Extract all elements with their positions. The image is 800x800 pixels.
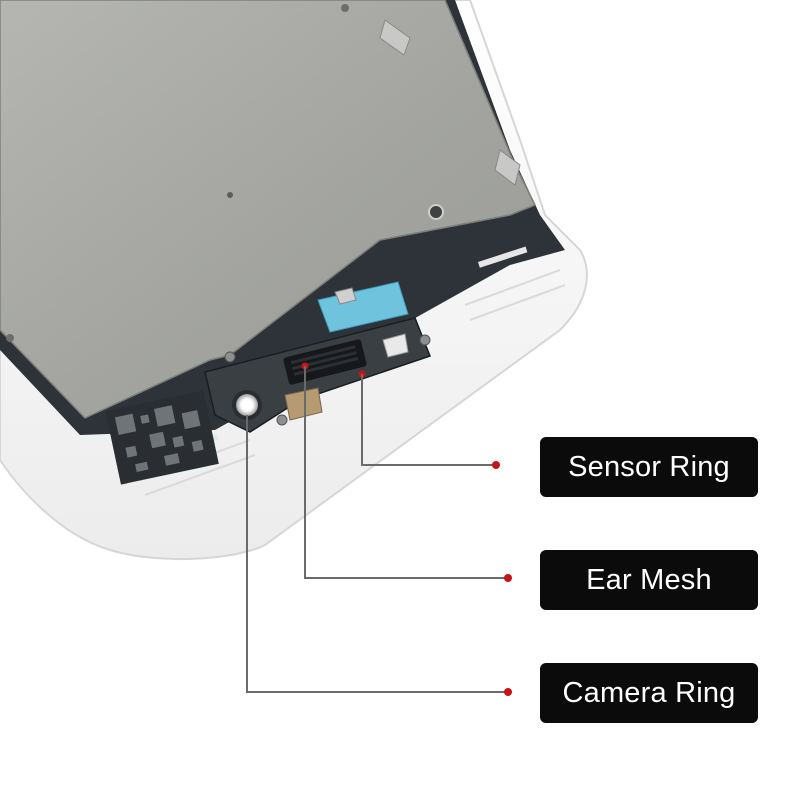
metal-plate <box>0 0 535 418</box>
leader-lines <box>246 366 508 693</box>
ear-mesh-label: Ear Mesh <box>540 550 758 610</box>
camera-ring-marker-dot <box>504 688 512 696</box>
ear-mesh-marker-dot <box>504 574 512 582</box>
blue-sticker <box>317 281 409 333</box>
qr-code-patch <box>105 390 219 485</box>
sensor-ring-marker-dot <box>492 461 500 469</box>
sensor-ring-label: Sensor Ring <box>540 437 758 497</box>
camera-ring <box>232 390 262 420</box>
ear-mesh-leader <box>304 366 508 579</box>
sensor-ring-leader <box>361 374 496 466</box>
camera-ring-leader <box>246 415 508 693</box>
camera-ring-label: Camera Ring <box>540 663 758 723</box>
